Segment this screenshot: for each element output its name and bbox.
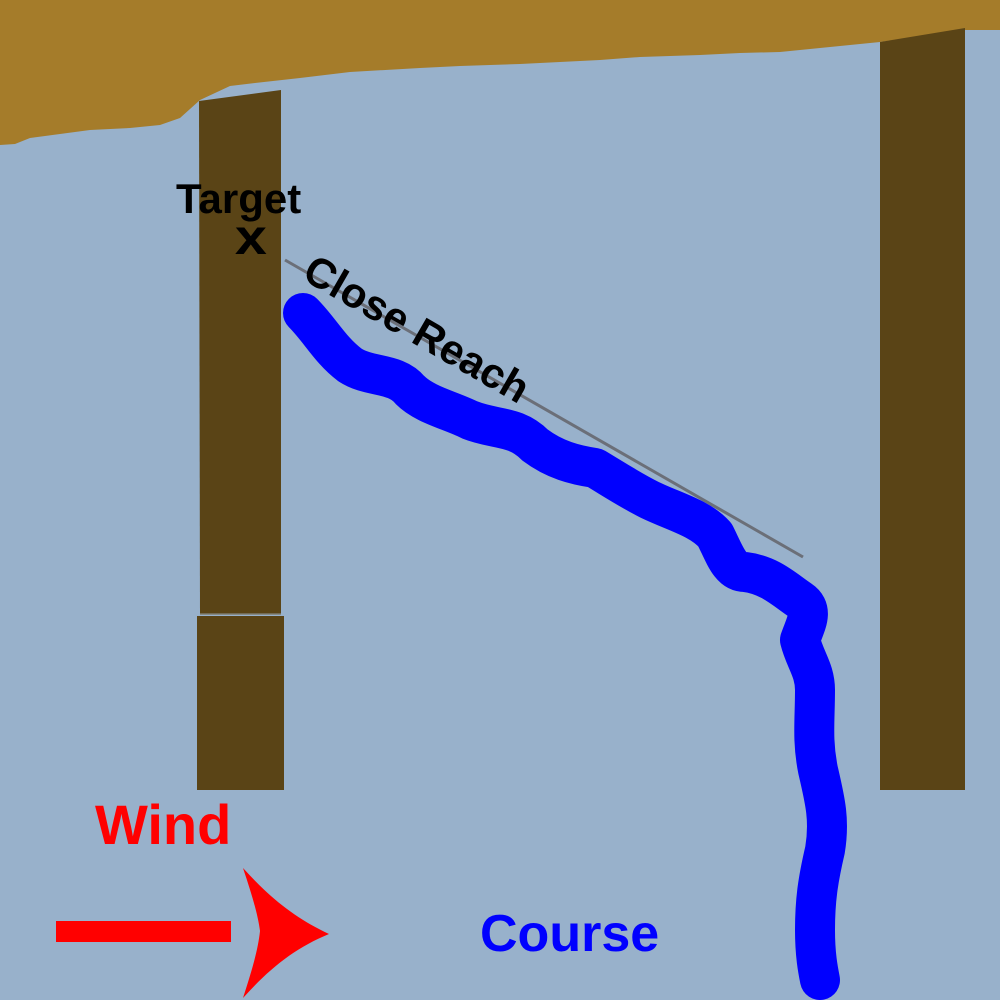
course-label: Course <box>480 905 660 963</box>
left-pier-lower <box>197 616 284 790</box>
shore <box>0 0 1000 145</box>
wind-label: Wind <box>95 793 232 856</box>
target-marker-icon: x <box>234 209 267 265</box>
target-label: Target <box>176 175 302 222</box>
right-pier <box>880 28 965 790</box>
close-reach-line <box>284 258 804 559</box>
left-pier-upper <box>199 90 281 614</box>
wind-arrow-icon <box>56 868 329 998</box>
course-path <box>283 293 848 1000</box>
